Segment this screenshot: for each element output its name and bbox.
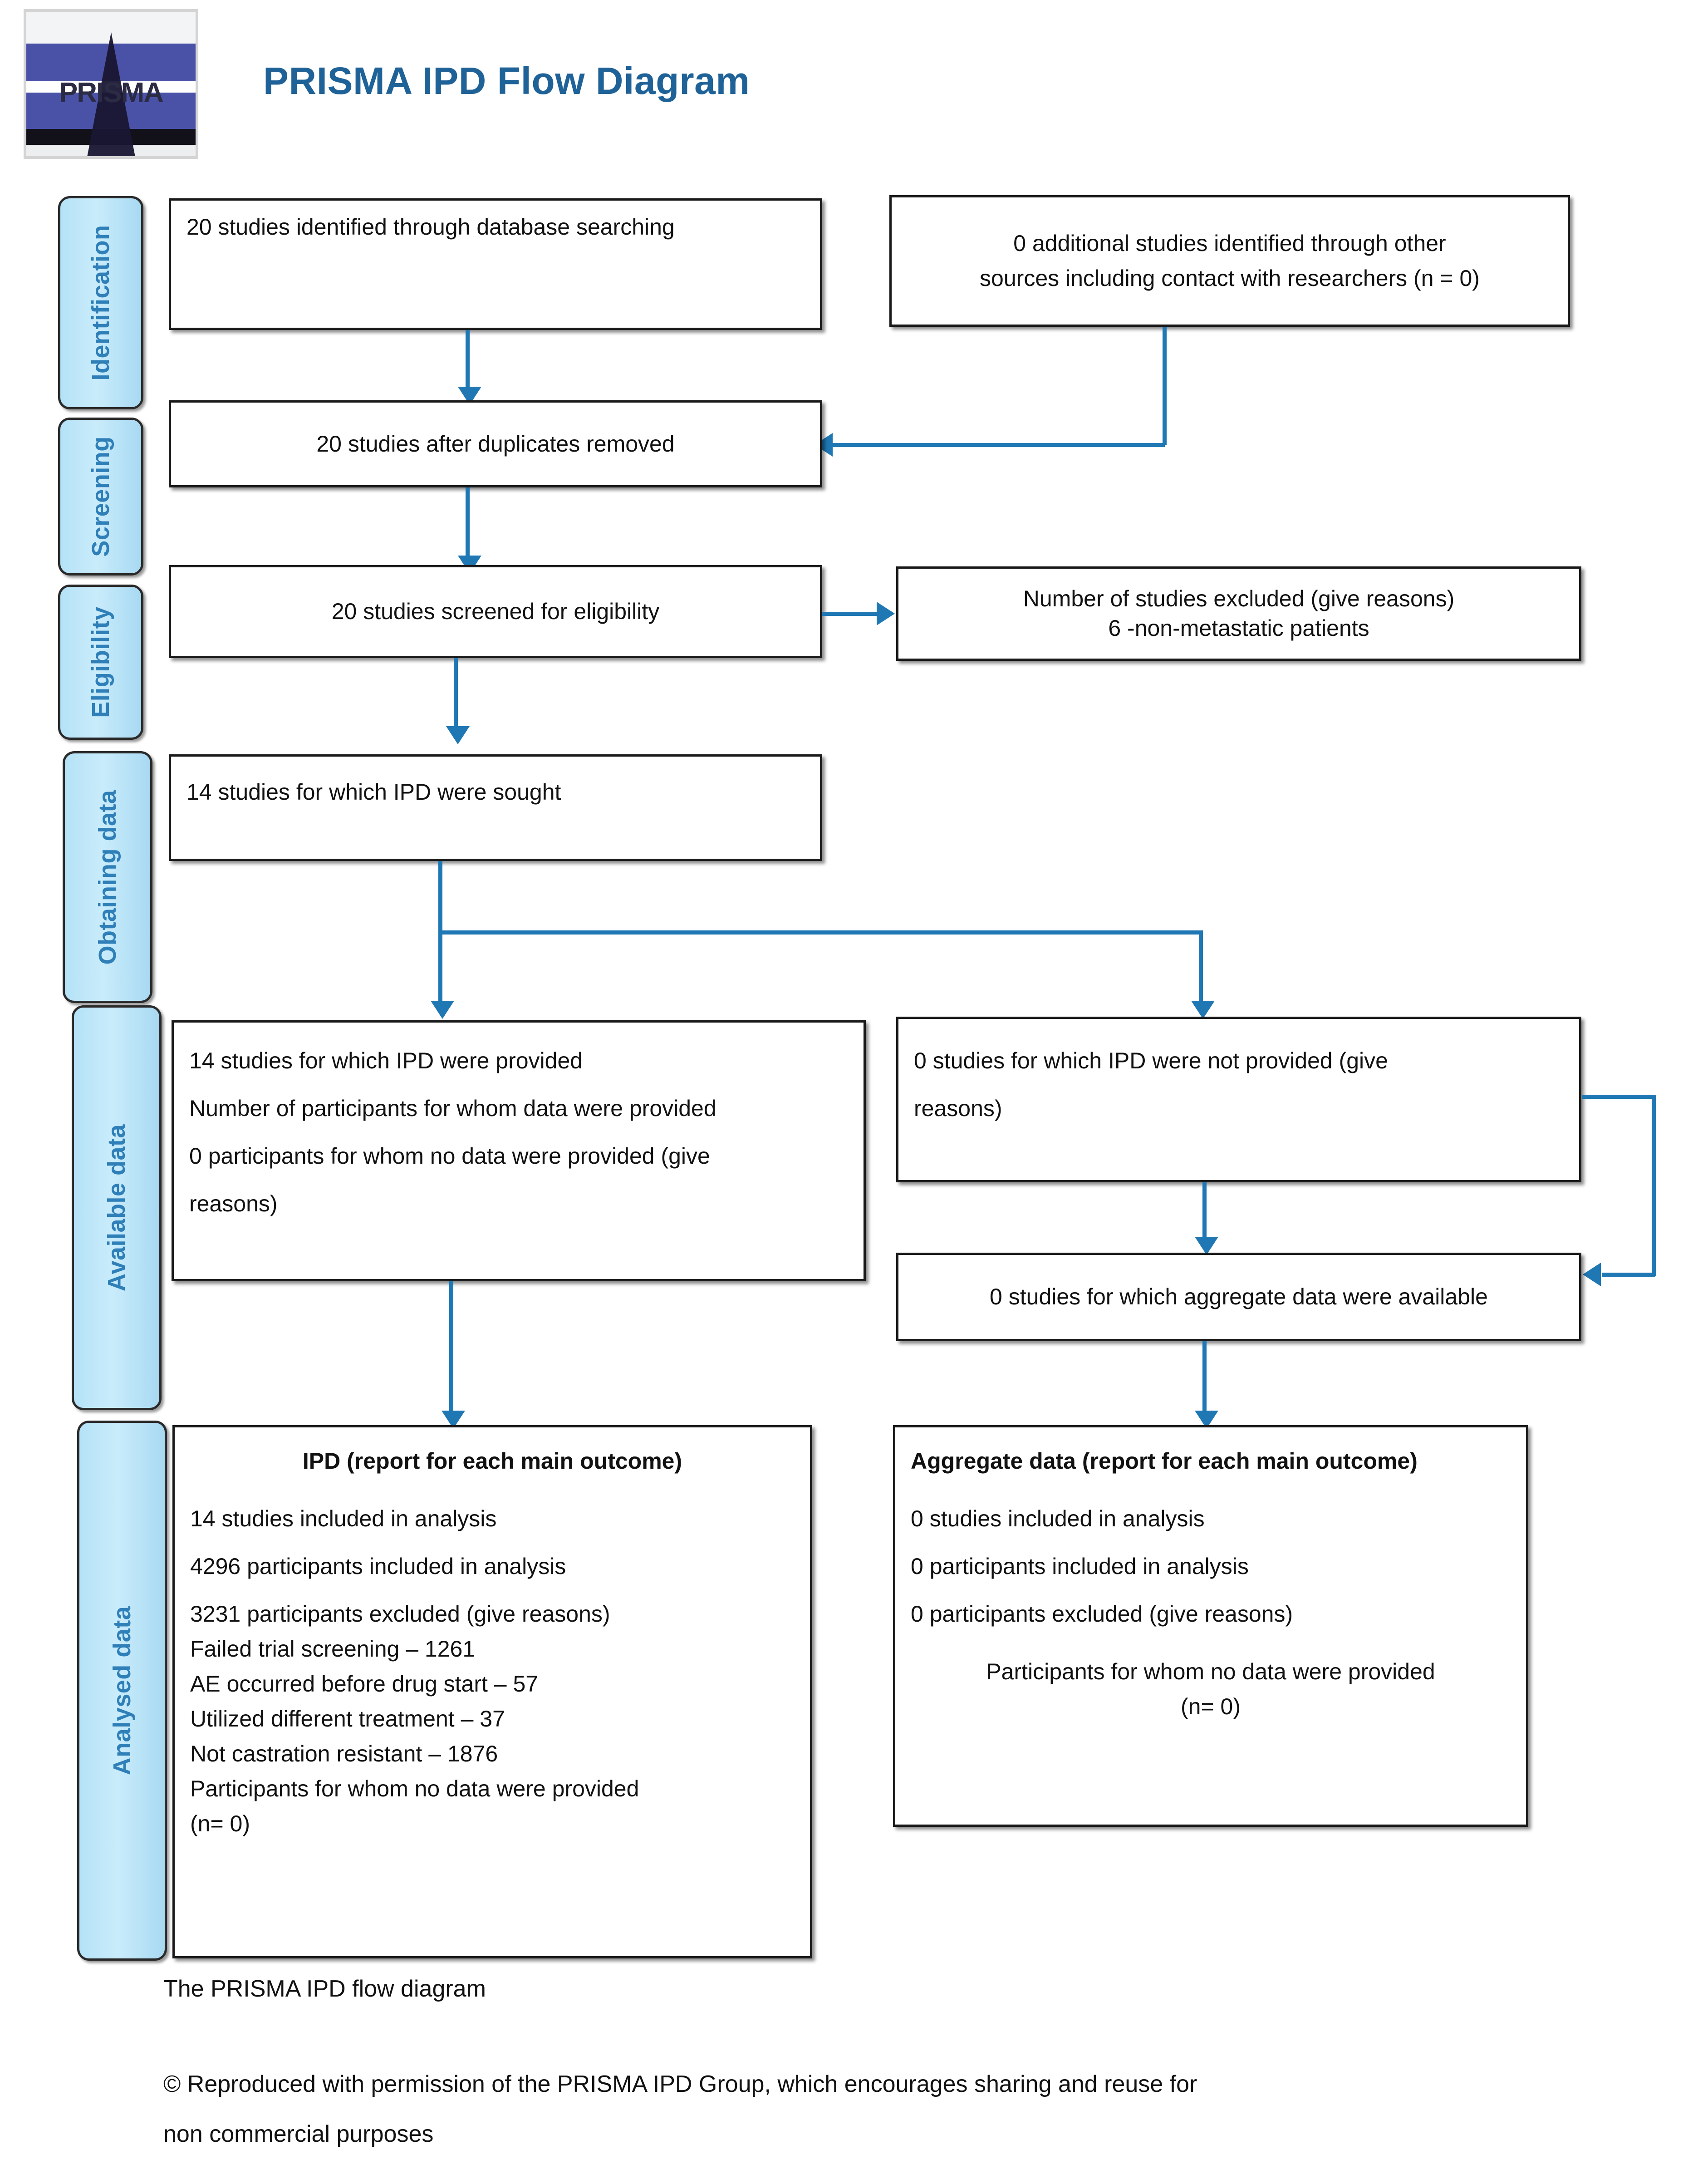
box-ipd-not-provided-line1: 0 studies for which IPD were not provide… <box>914 1048 1388 1073</box>
logo-prism-icon <box>62 32 160 156</box>
arrowhead-feedback-to-aggregate <box>1583 1263 1601 1286</box>
arrowhead-screened-to-excluded <box>877 602 895 625</box>
prisma-logo: PRISMA <box>24 9 198 159</box>
box-ipd-analysis-line3: 3231 participants excluded (give reasons… <box>190 1601 610 1627</box>
connector-aggregate-to-analysis <box>1202 1341 1207 1413</box>
arrowhead-to-ipd-not-provided <box>1191 1001 1215 1019</box>
box-ipd-not-provided-line2: reasons) <box>914 1096 1002 1121</box>
box-ipd-analysis-line5: (n= 0) <box>190 1811 250 1836</box>
box-aggregate-analysis-line1: 0 studies included in analysis <box>911 1506 1205 1531</box>
box-aggregate-analysis: Aggregate data (report for each main out… <box>893 1425 1528 1827</box>
connector-feedback-vertical <box>1652 1095 1656 1276</box>
stage-tab-identification: Identification <box>58 196 143 409</box>
stage-tab-analysed-data: Analysed data <box>77 1421 167 1961</box>
footer-caption: The PRISMA IPD flow diagram <box>163 1976 486 2002</box>
stage-label-eligibility: Eligibility <box>87 606 114 718</box>
box-aggregate-analysis-line2: 0 participants included in analysis <box>911 1554 1249 1579</box>
box-ipd-analysis-reason3: Utilized different treatment – 37 <box>190 1706 505 1731</box>
connector-feedback-top <box>1582 1095 1656 1099</box>
footer-copyright-line2: non commercial purposes <box>163 2121 434 2147</box>
box-duplicates-removed-line1: 20 studies after duplicates removed <box>316 431 675 457</box>
connector-other-sources-vertical <box>1163 327 1167 445</box>
box-ipd-analysis-line4: Participants for whom no data were provi… <box>190 1776 639 1801</box>
box-ipd-analysis-line2: 4296 participants included in analysis <box>190 1554 566 1579</box>
box-aggregate-available: 0 studies for which aggregate data were … <box>896 1253 1581 1341</box>
connector-provided-to-analysis <box>449 1281 453 1413</box>
box-ipd-provided-line3: 0 participants for whom no data were pro… <box>189 1143 710 1169</box>
connector-ipd-sought-split-horizontal <box>438 930 1203 935</box>
stage-tab-available-data: Available data <box>72 1005 162 1410</box>
box-ipd-analysis: IPD (report for each main outcome) 14 st… <box>172 1425 812 1958</box>
stage-label-obtaining-data: Obtaining data <box>94 790 121 964</box>
box-studies-excluded: Number of studies excluded (give reasons… <box>896 566 1581 661</box>
stage-tab-obtaining-data: Obtaining data <box>63 751 152 1003</box>
connector-feedback-bottom <box>1602 1273 1655 1277</box>
stage-tab-screening: Screening <box>58 418 143 576</box>
box-ipd-provided-line1: 14 studies for which IPD were provided <box>189 1048 583 1073</box>
arrowhead-screened-to-ipd-sought <box>446 726 470 744</box>
footer-copyright-line1: © Reproduced with permission of the PRIS… <box>163 2071 1197 2097</box>
box-ipd-analysis-reason4: Not castration resistant – 1876 <box>190 1741 498 1766</box>
box-ipd-analysis-reason1: Failed trial screening – 1261 <box>190 1636 476 1662</box>
box-screened-eligibility-line1: 20 studies screened for eligibility <box>331 599 660 624</box>
box-aggregate-analysis-line3: 0 participants excluded (give reasons) <box>911 1601 1293 1627</box>
page-title: PRISMA IPD Flow Diagram <box>263 59 750 102</box>
stage-tab-eligibility: Eligibility <box>58 585 143 740</box>
box-ipd-provided-line2: Number of participants for whom data wer… <box>189 1096 716 1121</box>
box-aggregate-available-line1: 0 studies for which aggregate data were … <box>990 1284 1488 1309</box>
box-other-sources: 0 additional studies identified through … <box>889 195 1570 327</box>
stage-label-screening: Screening <box>87 436 114 557</box>
connector-search-to-duplicates <box>466 330 470 389</box>
connector-ipd-sought-down-right <box>1199 930 1203 1004</box>
box-ipd-sought: 14 studies for which IPD were sought <box>169 754 822 861</box>
connector-not-provided-to-aggregate <box>1202 1182 1207 1239</box>
stage-label-identification: Identification <box>87 225 114 381</box>
box-screened-eligibility: 20 studies screened for eligibility <box>169 565 822 658</box>
box-database-search: 20 studies identified through database s… <box>169 198 822 330</box>
box-ipd-analysis-heading: IPD (report for each main outcome) <box>302 1448 682 1474</box>
box-ipd-analysis-reason2: AE occurred before drug start – 57 <box>190 1671 539 1697</box>
box-aggregate-analysis-line4: Participants for whom no data were provi… <box>986 1659 1435 1684</box>
box-aggregate-analysis-heading: Aggregate data (report for each main out… <box>911 1448 1418 1474</box>
arrowhead-not-provided-to-aggregate <box>1195 1237 1218 1255</box>
box-ipd-analysis-line1: 14 studies included in analysis <box>190 1506 497 1531</box>
box-aggregate-analysis-line5: (n= 0) <box>1180 1694 1241 1719</box>
stage-label-available-data: Available data <box>103 1124 130 1292</box>
box-ipd-provided: 14 studies for which IPD were provided N… <box>172 1020 866 1281</box>
box-ipd-provided-line4: reasons) <box>189 1191 278 1216</box>
box-ipd-sought-line1: 14 studies for which IPD were sought <box>186 779 561 805</box>
box-other-sources-line2: sources including contact with researche… <box>980 266 1480 291</box>
connector-other-sources-horizontal <box>833 443 1165 447</box>
stage-label-analysed-data: Analysed data <box>108 1606 136 1776</box>
box-studies-excluded-line1: Number of studies excluded (give reasons… <box>1023 586 1455 611</box>
box-database-search-line1: 20 studies identified through database s… <box>186 214 675 240</box>
arrowhead-to-ipd-provided <box>431 1001 454 1019</box>
box-ipd-not-provided: 0 studies for which IPD were not provide… <box>896 1017 1581 1182</box>
connector-screened-to-excluded <box>822 612 878 616</box>
logo-wordmark: PRISMA <box>59 77 164 109</box>
connector-screened-to-ipd-sought <box>454 658 458 728</box>
box-duplicates-removed: 20 studies after duplicates removed <box>169 400 822 487</box>
connector-duplicates-to-screened <box>466 487 470 558</box>
box-studies-excluded-line2: 6 -non-metastatic patients <box>1108 615 1369 641</box>
box-other-sources-line1: 0 additional studies identified through … <box>1013 231 1446 256</box>
